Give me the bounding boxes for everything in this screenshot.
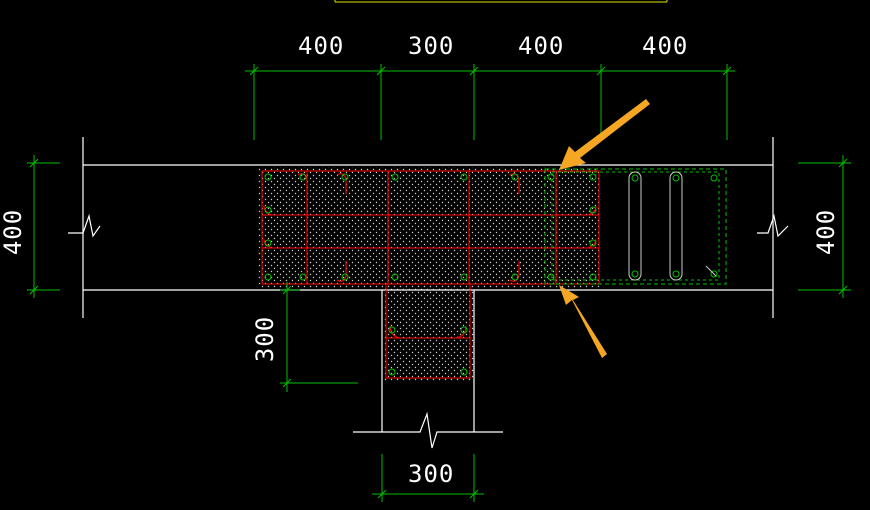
concrete-hatch	[258, 167, 601, 381]
highlight-arrow-upper	[559, 99, 650, 170]
extended-zone-dashed	[544, 168, 727, 285]
right-dimension: 400	[812, 208, 841, 256]
top-dimension-2: 300	[408, 32, 455, 60]
wall-outlines	[68, 137, 789, 449]
top-dimension-1: 400	[298, 32, 345, 60]
longitudinal-bars	[264, 173, 597, 376]
stem-side-dimension: 300	[251, 315, 280, 363]
top-dimension-4: 400	[642, 32, 689, 60]
boundary-element-outline	[261, 170, 600, 379]
dimension-lines	[27, 64, 851, 502]
left-dimension: 400	[0, 208, 28, 256]
bottom-dimension: 300	[408, 460, 455, 488]
top-dimension-3: 400	[518, 32, 565, 60]
title-frame-fragment	[334, 0, 668, 3]
highlight-arrow-lower	[559, 285, 607, 358]
